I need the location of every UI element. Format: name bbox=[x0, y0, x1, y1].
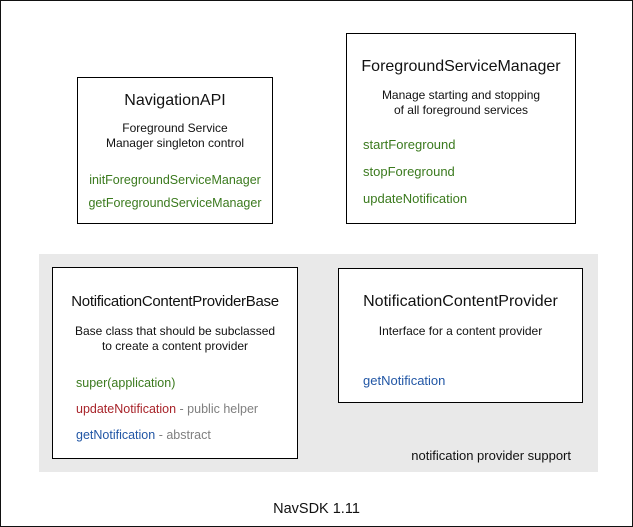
diagram-caption: NavSDK 1.11 bbox=[273, 501, 360, 517]
method-item: getNotification bbox=[363, 373, 582, 389]
class-description: Manage starting and stopping of all fore… bbox=[347, 88, 575, 118]
method-name: getNotification bbox=[363, 373, 446, 388]
description-line: Foreground Service bbox=[122, 121, 228, 135]
description-line: to create a content provider bbox=[101, 339, 249, 353]
method-list: startForeground stopForeground updateNot… bbox=[363, 137, 575, 207]
method-name: getForegroundServiceManager bbox=[88, 196, 262, 210]
method-item: stopForeground bbox=[363, 164, 575, 180]
method-name: updateNotification bbox=[76, 402, 177, 416]
method-name: initForegroundServiceManager bbox=[89, 173, 261, 187]
description-line: Manager singleton control bbox=[105, 136, 245, 150]
class-box-notification-content-provider-base: NotificationContentProviderBase Base cla… bbox=[52, 267, 298, 459]
group-label: notification provider support bbox=[411, 448, 571, 463]
method-item: getForegroundServiceManager bbox=[78, 195, 272, 211]
method-item: updateNotification - public helper bbox=[76, 401, 297, 417]
class-description: Interface for a content provider bbox=[339, 324, 582, 339]
method-list: super(application) updateNotification - … bbox=[76, 375, 297, 443]
description-line: of all foreground services bbox=[393, 103, 529, 117]
class-description: Base class that should be subclassed to … bbox=[53, 324, 297, 354]
method-list: initForegroundServiceManager getForegrou… bbox=[78, 172, 272, 211]
method-name: stopForeground bbox=[363, 164, 455, 179]
description-line: Base class that should be subclassed bbox=[74, 324, 276, 338]
method-item: updateNotification bbox=[363, 191, 575, 207]
class-box-navigation-api: NavigationAPI Foreground Service Manager… bbox=[77, 77, 273, 224]
description-line: Manage starting and stopping bbox=[381, 88, 541, 102]
method-item: initForegroundServiceManager bbox=[78, 172, 272, 188]
class-title: NotificationContentProviderBase bbox=[71, 293, 279, 310]
class-description: Foreground Service Manager singleton con… bbox=[78, 121, 272, 151]
method-name: startForeground bbox=[363, 137, 456, 152]
class-title: NotificationContentProvider bbox=[363, 293, 558, 310]
method-annotation: - public helper bbox=[176, 402, 259, 416]
method-name: getNotification bbox=[76, 428, 156, 442]
description-line: Interface for a content provider bbox=[378, 324, 543, 338]
class-title: ForegroundServiceManager bbox=[361, 58, 561, 75]
class-box-foreground-service-manager: ForegroundServiceManager Manage starting… bbox=[346, 33, 576, 224]
method-name: updateNotification bbox=[363, 191, 468, 206]
class-title: NavigationAPI bbox=[124, 92, 226, 109]
class-box-notification-content-provider: NotificationContentProvider Interface fo… bbox=[338, 268, 583, 403]
method-list: getNotification bbox=[363, 373, 582, 389]
method-item: startForeground bbox=[363, 137, 575, 153]
method-annotation: - abstract bbox=[155, 428, 211, 442]
method-name: super(application) bbox=[76, 376, 176, 390]
method-item: super(application) bbox=[76, 375, 297, 391]
method-item: getNotification - abstract bbox=[76, 427, 297, 443]
